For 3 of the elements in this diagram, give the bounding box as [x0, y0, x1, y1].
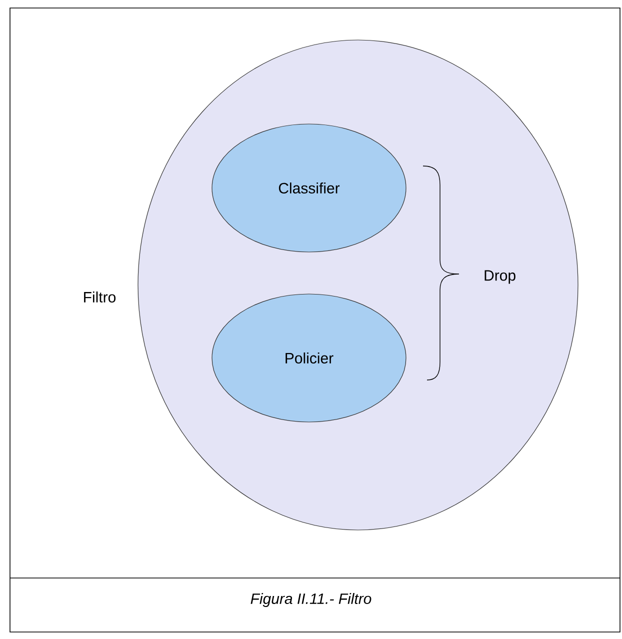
brace-label: Drop: [484, 270, 516, 284]
node-label: Filtro: [84, 291, 116, 303]
caption: Figura II.11.- Filtro: [250, 593, 372, 607]
